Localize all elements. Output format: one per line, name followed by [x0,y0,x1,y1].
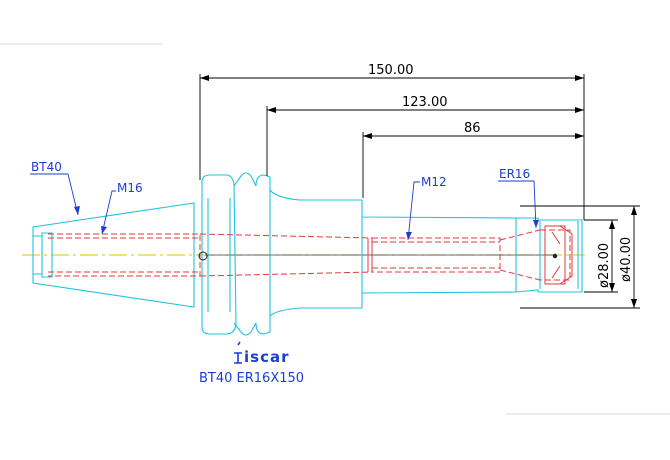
center-mark-nose [552,253,558,259]
dim-body-length: 123.00 [402,95,448,110]
sheet-border-fragments [0,43,670,415]
leader-arrowheads [74,206,539,240]
brand-logo-text: iscar [244,348,289,366]
dimension-lines [199,74,640,309]
label-collet: ER16 [499,167,530,181]
designation-text: BT40 ER16X150 [199,371,304,386]
dim-body-diameter: ø40.00 [619,237,634,282]
label-thread-front: M12 [421,175,447,189]
holder-outline [32,172,583,336]
dim-nose-diameter: ø28.00 [597,243,612,288]
center-mark-flange [198,251,208,261]
dim-nose-length: 86 [464,121,481,136]
annotation-leaders [30,173,537,241]
dim-overall-length: 150.00 [368,63,414,78]
hidden-solid-details [367,225,573,285]
dimension-arrows [200,75,637,308]
brand-logo: iscar [234,341,289,366]
label-taper: BT40 [31,160,62,174]
hidden-lines [48,229,571,281]
label-thread-rear: M16 [117,181,143,195]
